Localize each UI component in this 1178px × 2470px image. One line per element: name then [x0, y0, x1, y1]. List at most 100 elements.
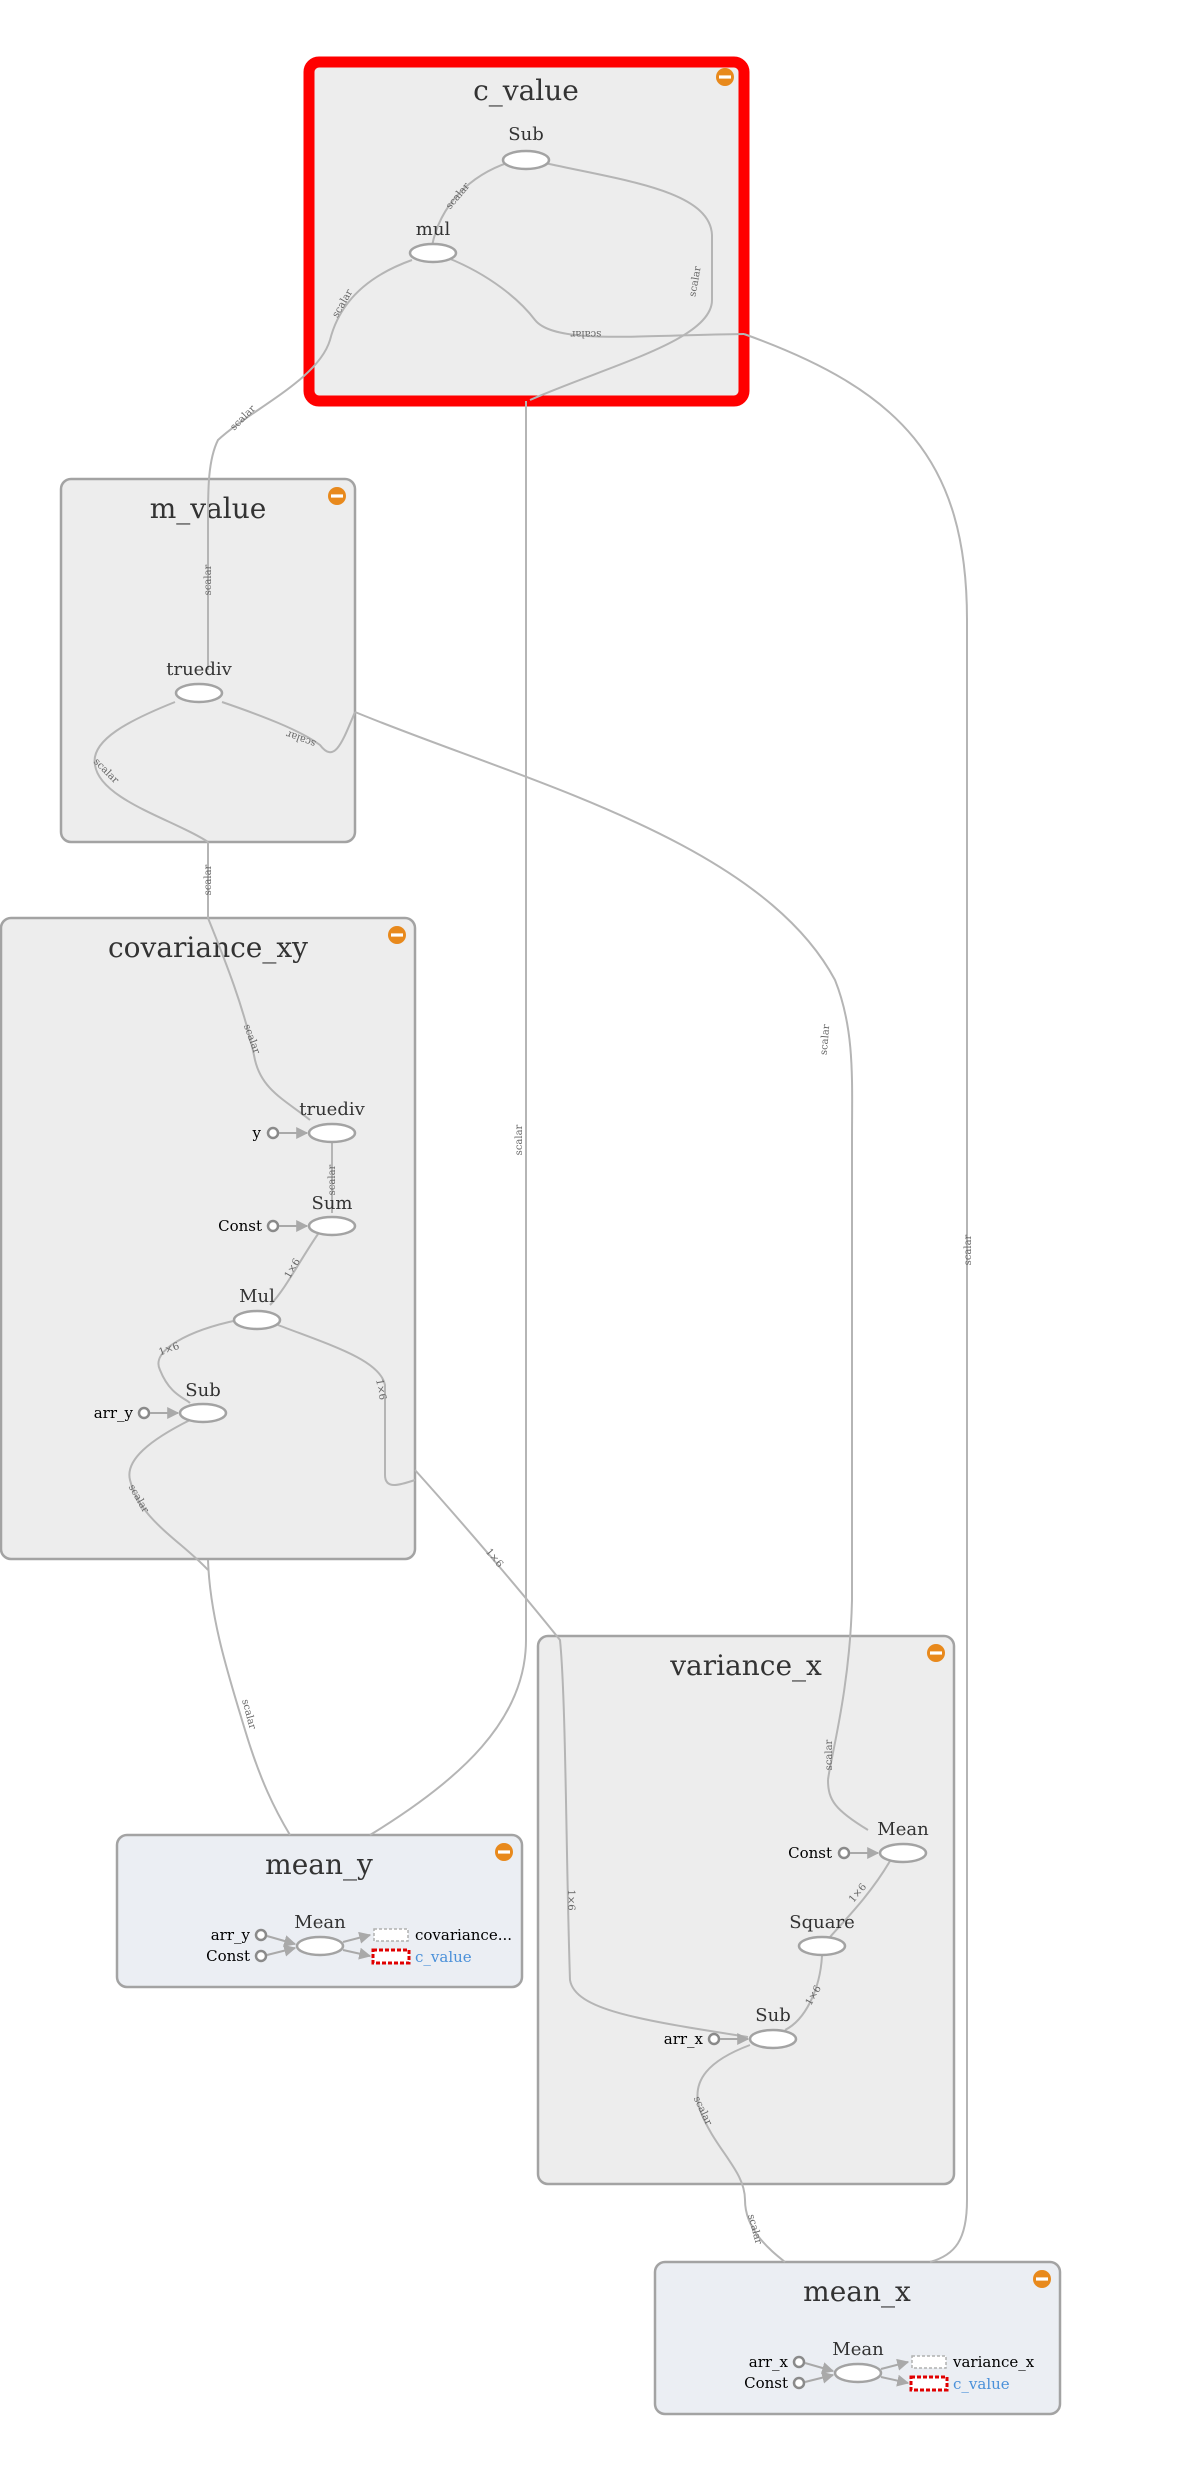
op-c-sub-label: Sub [508, 124, 543, 145]
ref-meanx-variance[interactable] [911, 2355, 947, 2369]
op-cov-sub-node[interactable] [178, 1402, 228, 1424]
op-meany-mean-node[interactable] [295, 1935, 345, 1957]
op-var-mean-node[interactable] [878, 1842, 928, 1864]
collapse-covariance-xy-icon[interactable] [388, 926, 406, 944]
edge-meanx-out2 [880, 2374, 910, 2387]
edge-truediv-in-bottom [93, 701, 209, 843]
edge-label-truediv-sum: scalar [327, 1164, 338, 1195]
group-variance-x[interactable]: variance_x [536, 1634, 956, 2186]
ref-meanx-variance-label[interactable]: variance_x [952, 2353, 1035, 2371]
input-cov-y-label: y [252, 1124, 262, 1142]
edge-cvalue-to-meany [369, 401, 527, 1836]
input-var-arr-x-label: arr_x [664, 2030, 704, 2048]
collapse-mean-y-icon[interactable] [495, 1843, 513, 1861]
op-cov-sum-node[interactable] [307, 1215, 357, 1237]
op-c-sub-node[interactable] [501, 149, 551, 171]
edge-label-cvalue-meanx: scalar [963, 1234, 974, 1265]
input-cov-arr-y-node[interactable] [137, 1406, 151, 1420]
input-cov-const-node[interactable] [266, 1219, 280, 1233]
edge-label-cvalue-meany: scalar [514, 1124, 525, 1155]
input-var-const-label: Const [788, 1844, 832, 1862]
input-meanx-arr-x-node[interactable] [792, 2355, 806, 2369]
edge-meany-out2 [342, 1947, 372, 1960]
input-meanx-const-label: Const [744, 2374, 788, 2392]
ref-meany-covariance[interactable] [373, 1928, 409, 1942]
edge-label-mvalue-variance: scalar [819, 1024, 833, 1056]
group-covariance-xy-frame[interactable] [0, 916, 417, 1561]
edge-meanx-out1 [880, 2358, 910, 2371]
op-c-mul-node[interactable] [408, 242, 458, 264]
input-var-const-node[interactable] [837, 1846, 851, 1860]
input-var-arr-x-node[interactable] [707, 2032, 721, 2046]
edge-square-sub [784, 1955, 823, 2031]
op-cov-sum-label: Sum [312, 1193, 353, 1214]
group-covariance-xy[interactable]: covariance_xy [0, 916, 417, 1561]
op-var-square-node[interactable] [797, 1935, 847, 1957]
edge-cov-in-to-truediv [207, 917, 311, 1121]
op-var-sub-node[interactable] [748, 2028, 798, 2050]
edge-label-to-mvalue: scalar [229, 403, 259, 433]
group-covariance-xy-title: covariance_xy [108, 931, 308, 964]
edge-label-mvalue-cov: scalar [203, 864, 214, 895]
group-c-value-title: c_value [473, 74, 579, 107]
edge-label-to-meanx: scalar [745, 2213, 764, 2246]
edge-mvalue-to-variance [354, 711, 854, 1781]
edge-var-mean-in [827, 1779, 869, 1831]
edge-mean-square [829, 1860, 891, 1938]
group-c-value[interactable]: c_value [303, 56, 750, 407]
group-mean-x-title: mean_x [803, 2275, 911, 2308]
edge-cov-to-variance [414, 1469, 749, 2038]
input-cov-y-node[interactable] [266, 1126, 280, 1140]
edge-meanx-const [804, 2371, 835, 2384]
group-mean-x-frame[interactable] [653, 2260, 1062, 2416]
ref-meany-cvalue[interactable] [371, 1948, 411, 1965]
edge-label-mul-right: scalar [570, 328, 601, 339]
input-cov-arr-y-label: arr_y [94, 1404, 134, 1422]
edge-mul-to-sub [431, 161, 511, 247]
edge-mul-down-left [207, 259, 413, 521]
op-var-sub-label: Sub [755, 2005, 790, 2026]
collapse-variance-x-icon[interactable] [927, 1644, 945, 1662]
group-variance-x-title: variance_x [669, 1649, 822, 1682]
edge-label-sub-out: scalar [687, 265, 703, 297]
op-m-truediv-node[interactable] [174, 682, 224, 704]
op-meanx-mean-node[interactable] [833, 2362, 883, 2384]
edge-label-var-mean-in: scalar [824, 1739, 835, 1770]
op-cov-mul-node[interactable] [232, 1309, 282, 1331]
group-mean-y[interactable]: mean_y [115, 1833, 524, 1989]
edge-meany-arry [266, 1935, 297, 1947]
op-cov-truediv-label: truediv [299, 1099, 365, 1120]
collapse-m-value-icon[interactable] [328, 487, 346, 505]
ref-meanx-cvalue-label[interactable]: c_value [953, 2375, 1010, 2393]
edge-mul-right [447, 257, 745, 338]
edge-mul-right [277, 1324, 416, 1486]
input-meany-const-label: Const [206, 1947, 250, 1965]
edge-meany-out1 [342, 1931, 372, 1944]
input-meany-const-node[interactable] [254, 1949, 268, 1963]
edge-cvalue-to-meanx [743, 333, 968, 2263]
group-mean-y-title: mean_y [265, 1848, 373, 1881]
op-meanx-mean-label: Mean [832, 2339, 884, 2360]
ref-meany-covariance-label[interactable]: covariance... [415, 1926, 512, 1944]
edge-mul-sub [157, 1319, 239, 1404]
op-meany-mean-label: Mean [294, 1912, 346, 1933]
ref-meany-cvalue-label[interactable]: c_value [415, 1948, 472, 1966]
group-mean-x[interactable]: mean_x [653, 2260, 1062, 2416]
op-var-mean-label: Mean [877, 1819, 929, 1840]
edge-label-mvalue-top: scalar [203, 564, 214, 595]
edge-cov-to-meany [207, 1559, 291, 1836]
group-mean-y-frame[interactable] [115, 1833, 524, 1989]
group-c-value-frame[interactable] [303, 56, 750, 407]
input-cov-const-label: Const [218, 1217, 262, 1235]
edge-sub-out-left [128, 1419, 209, 1571]
group-variance-x-frame[interactable] [536, 1634, 956, 2186]
input-meany-arr-y-label: arr_y [211, 1926, 251, 1944]
op-cov-truediv-node[interactable] [307, 1122, 357, 1144]
op-var-square-label: Square [789, 1912, 854, 1933]
input-meany-arr-y-node[interactable] [254, 1928, 268, 1942]
input-meanx-const-node[interactable] [792, 2376, 806, 2390]
collapse-mean-x-icon[interactable] [1033, 2270, 1051, 2288]
collapse-c-value-icon[interactable] [716, 68, 734, 86]
ref-meanx-cvalue[interactable] [909, 2375, 949, 2392]
